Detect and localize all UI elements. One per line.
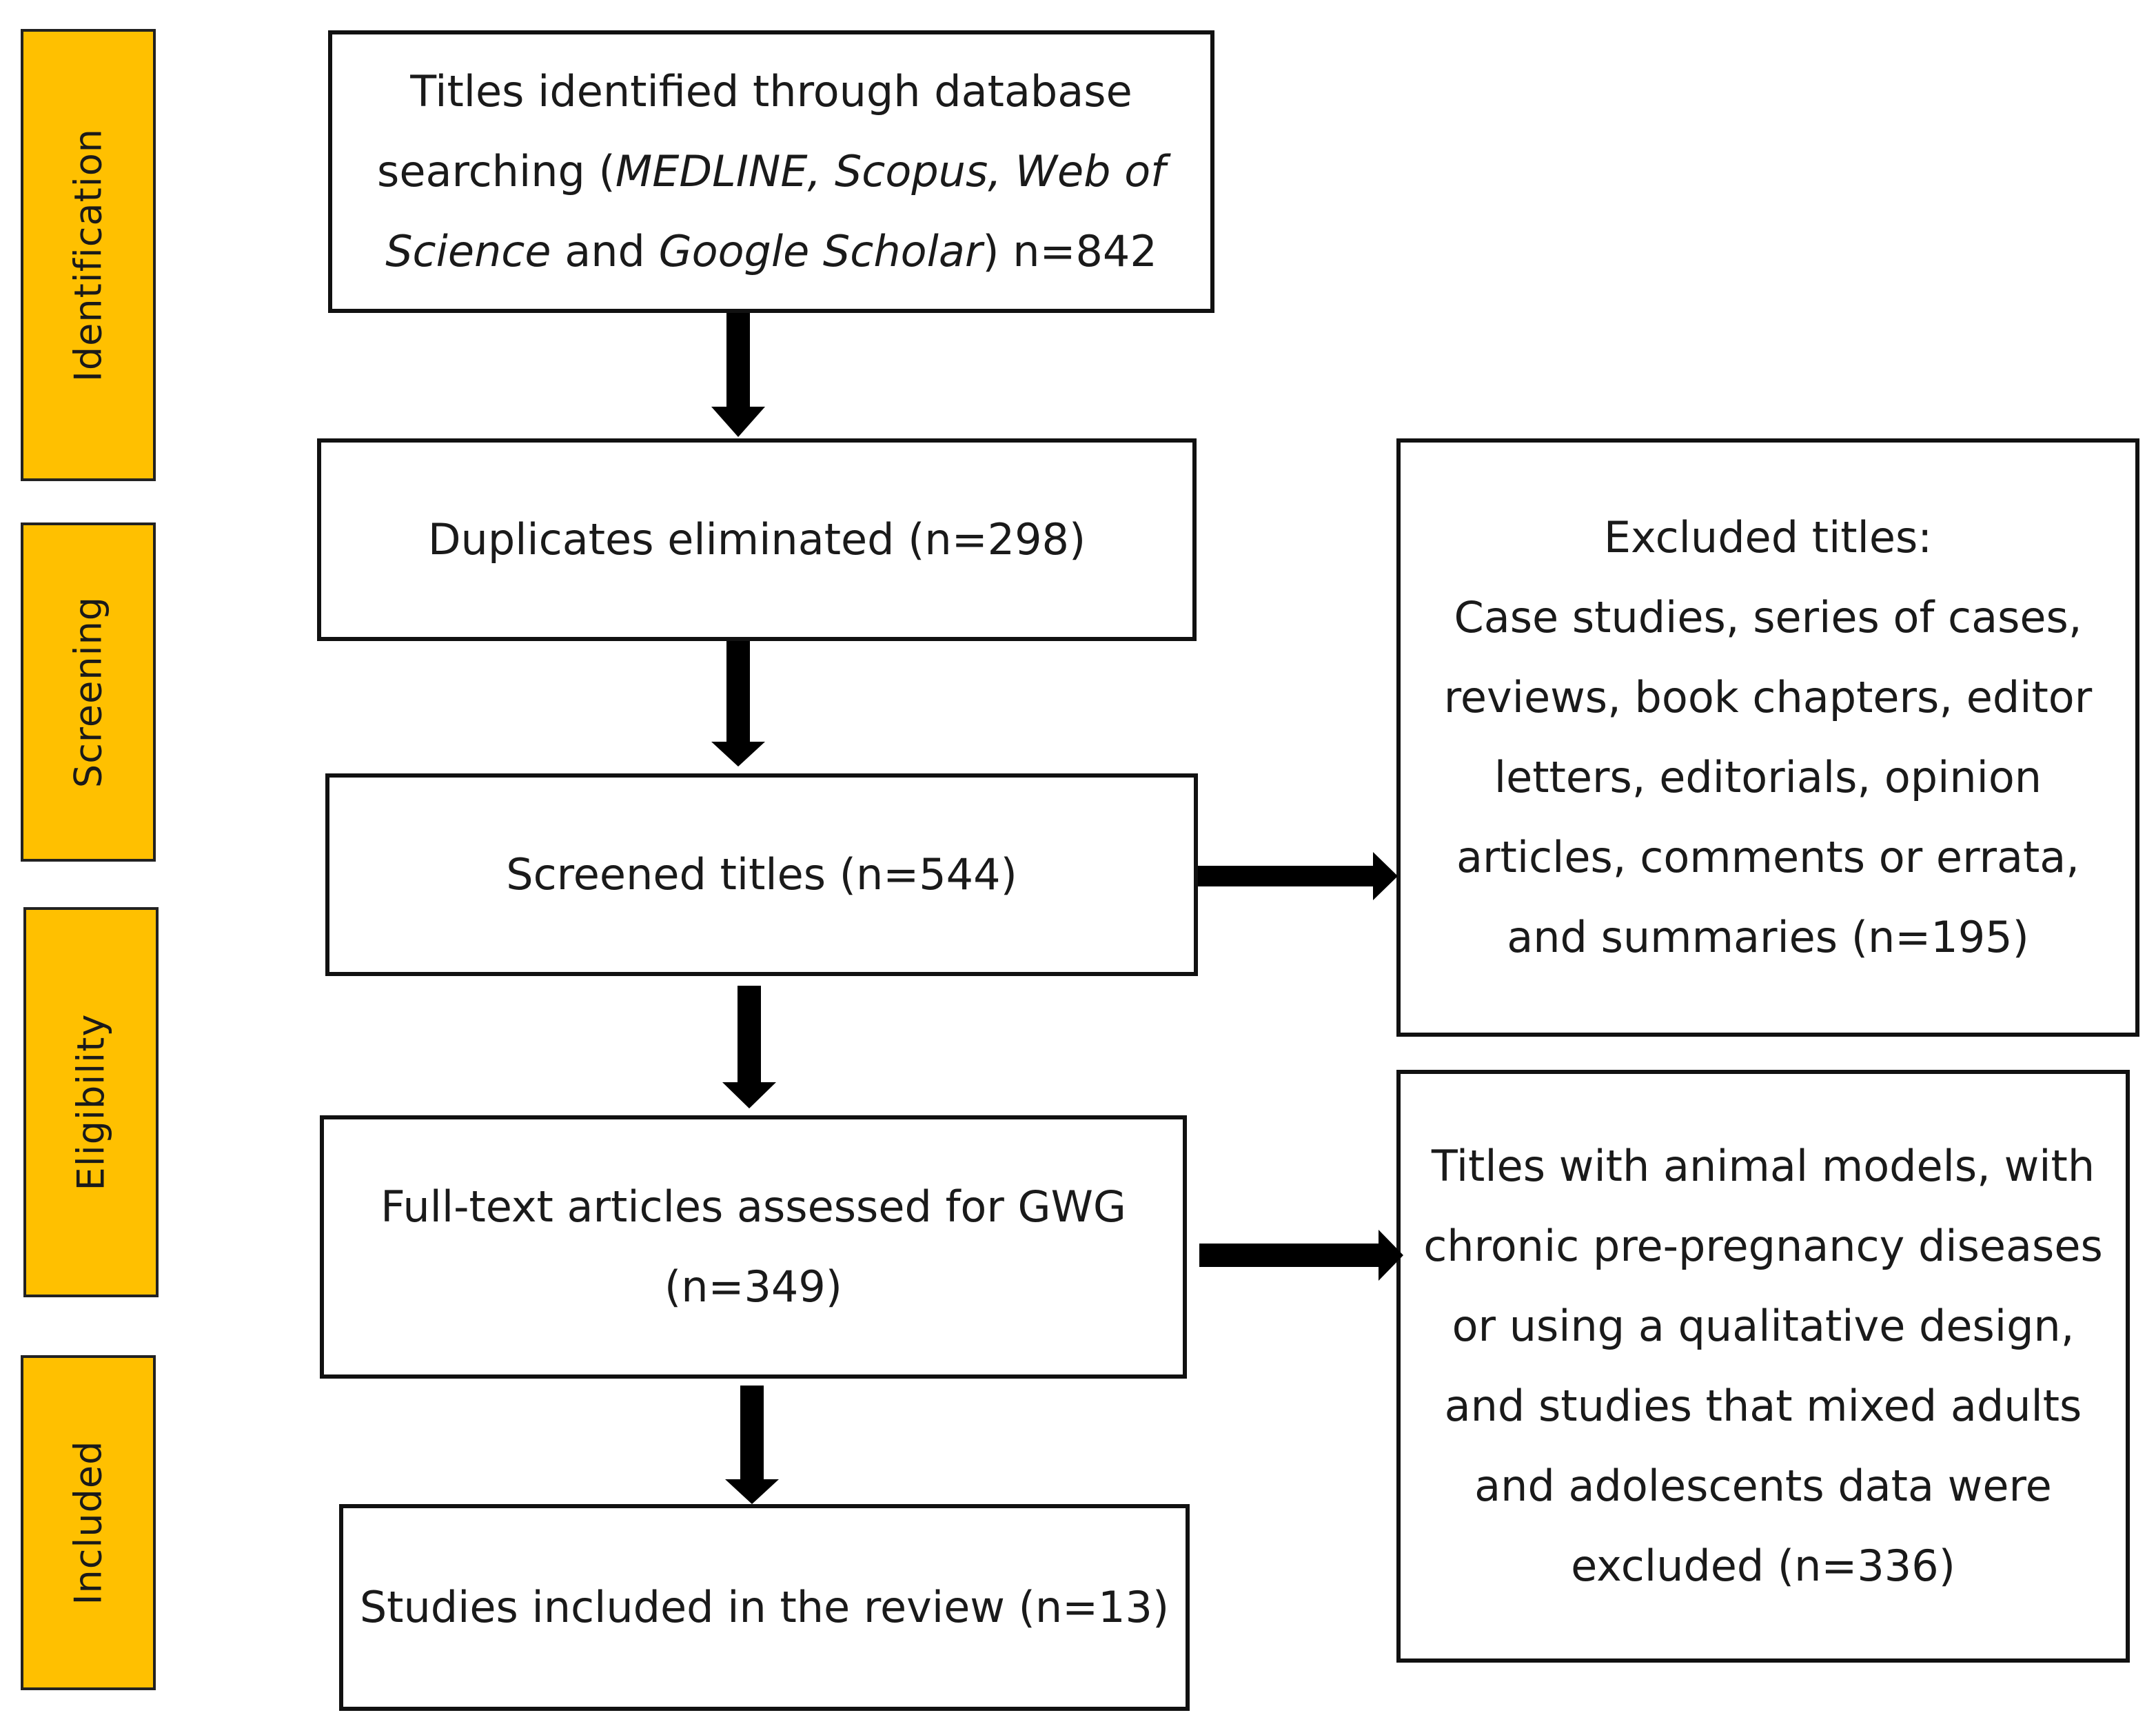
identified-line-2: searching (MEDLINE, Scopus, Web of bbox=[377, 146, 1166, 196]
duplicates-text: Duplicates eliminated (n=298) bbox=[427, 514, 1086, 565]
excluded-fulltext-line: and adolescents data were bbox=[1474, 1461, 2052, 1511]
fulltext-line-1: Full-text articles assessed for GWG bbox=[380, 1181, 1126, 1232]
included-text: Studies included in the review (n=13) bbox=[359, 1582, 1170, 1632]
box-duplicates-eliminated: Duplicates eliminated (n=298) bbox=[317, 438, 1197, 641]
arrow-down-3 bbox=[722, 986, 776, 1108]
excluded-titles-line: and summaries (n=195) bbox=[1507, 912, 2029, 962]
stage-screening: Screening bbox=[21, 522, 156, 862]
box-studies-included: Studies included in the review (n=13) bbox=[339, 1504, 1190, 1711]
excluded-fulltext-line: chronic pre-pregnancy diseases bbox=[1423, 1221, 2103, 1271]
excluded-fulltext-line: excluded (n=336) bbox=[1571, 1541, 1955, 1591]
excluded-titles-line: reviews, book chapters, editor bbox=[1443, 672, 2093, 722]
stage-eligibility: Eligibility bbox=[23, 907, 159, 1297]
arrow-down-1 bbox=[711, 313, 765, 437]
excluded-fulltext-line: and studies that mixed adults bbox=[1444, 1381, 2082, 1431]
identified-line-1: Titles identified through database bbox=[410, 66, 1132, 116]
excluded-titles-line: articles, comments or errata, bbox=[1456, 832, 2079, 882]
box-screened-titles: Screened titles (n=544) bbox=[325, 773, 1198, 976]
box-identified-titles: Titles identified through database searc… bbox=[328, 30, 1214, 313]
excluded-titles-line: letters, editorials, opinion bbox=[1494, 752, 2042, 802]
arrow-right-1 bbox=[1198, 852, 1398, 900]
excluded-fulltext-line: or using a qualitative design, bbox=[1452, 1301, 2075, 1351]
arrow-down-2 bbox=[711, 641, 765, 767]
box-excluded-titles: Excluded titles: Case studies, series of… bbox=[1396, 438, 2139, 1037]
box-fulltext-assessed: Full-text articles assessed for GWG (n=3… bbox=[320, 1115, 1187, 1379]
stage-included: Included bbox=[21, 1355, 156, 1690]
arrow-right-2 bbox=[1199, 1230, 1403, 1281]
screened-text: Screened titles (n=544) bbox=[506, 849, 1017, 900]
excluded-titles-line: Excluded titles: bbox=[1603, 512, 1933, 562]
stage-identification: Identification bbox=[21, 29, 156, 481]
box-excluded-fulltext: Titles with animal models, with chronic … bbox=[1396, 1070, 2130, 1663]
excluded-titles-line: Case studies, series of cases, bbox=[1454, 592, 2082, 642]
identified-line-3: Science and Google Scholar) n=842 bbox=[385, 226, 1157, 276]
excluded-fulltext-line: Titles with animal models, with bbox=[1431, 1141, 2095, 1191]
arrow-down-4 bbox=[725, 1386, 779, 1504]
fulltext-line-2: (n=349) bbox=[664, 1261, 842, 1312]
